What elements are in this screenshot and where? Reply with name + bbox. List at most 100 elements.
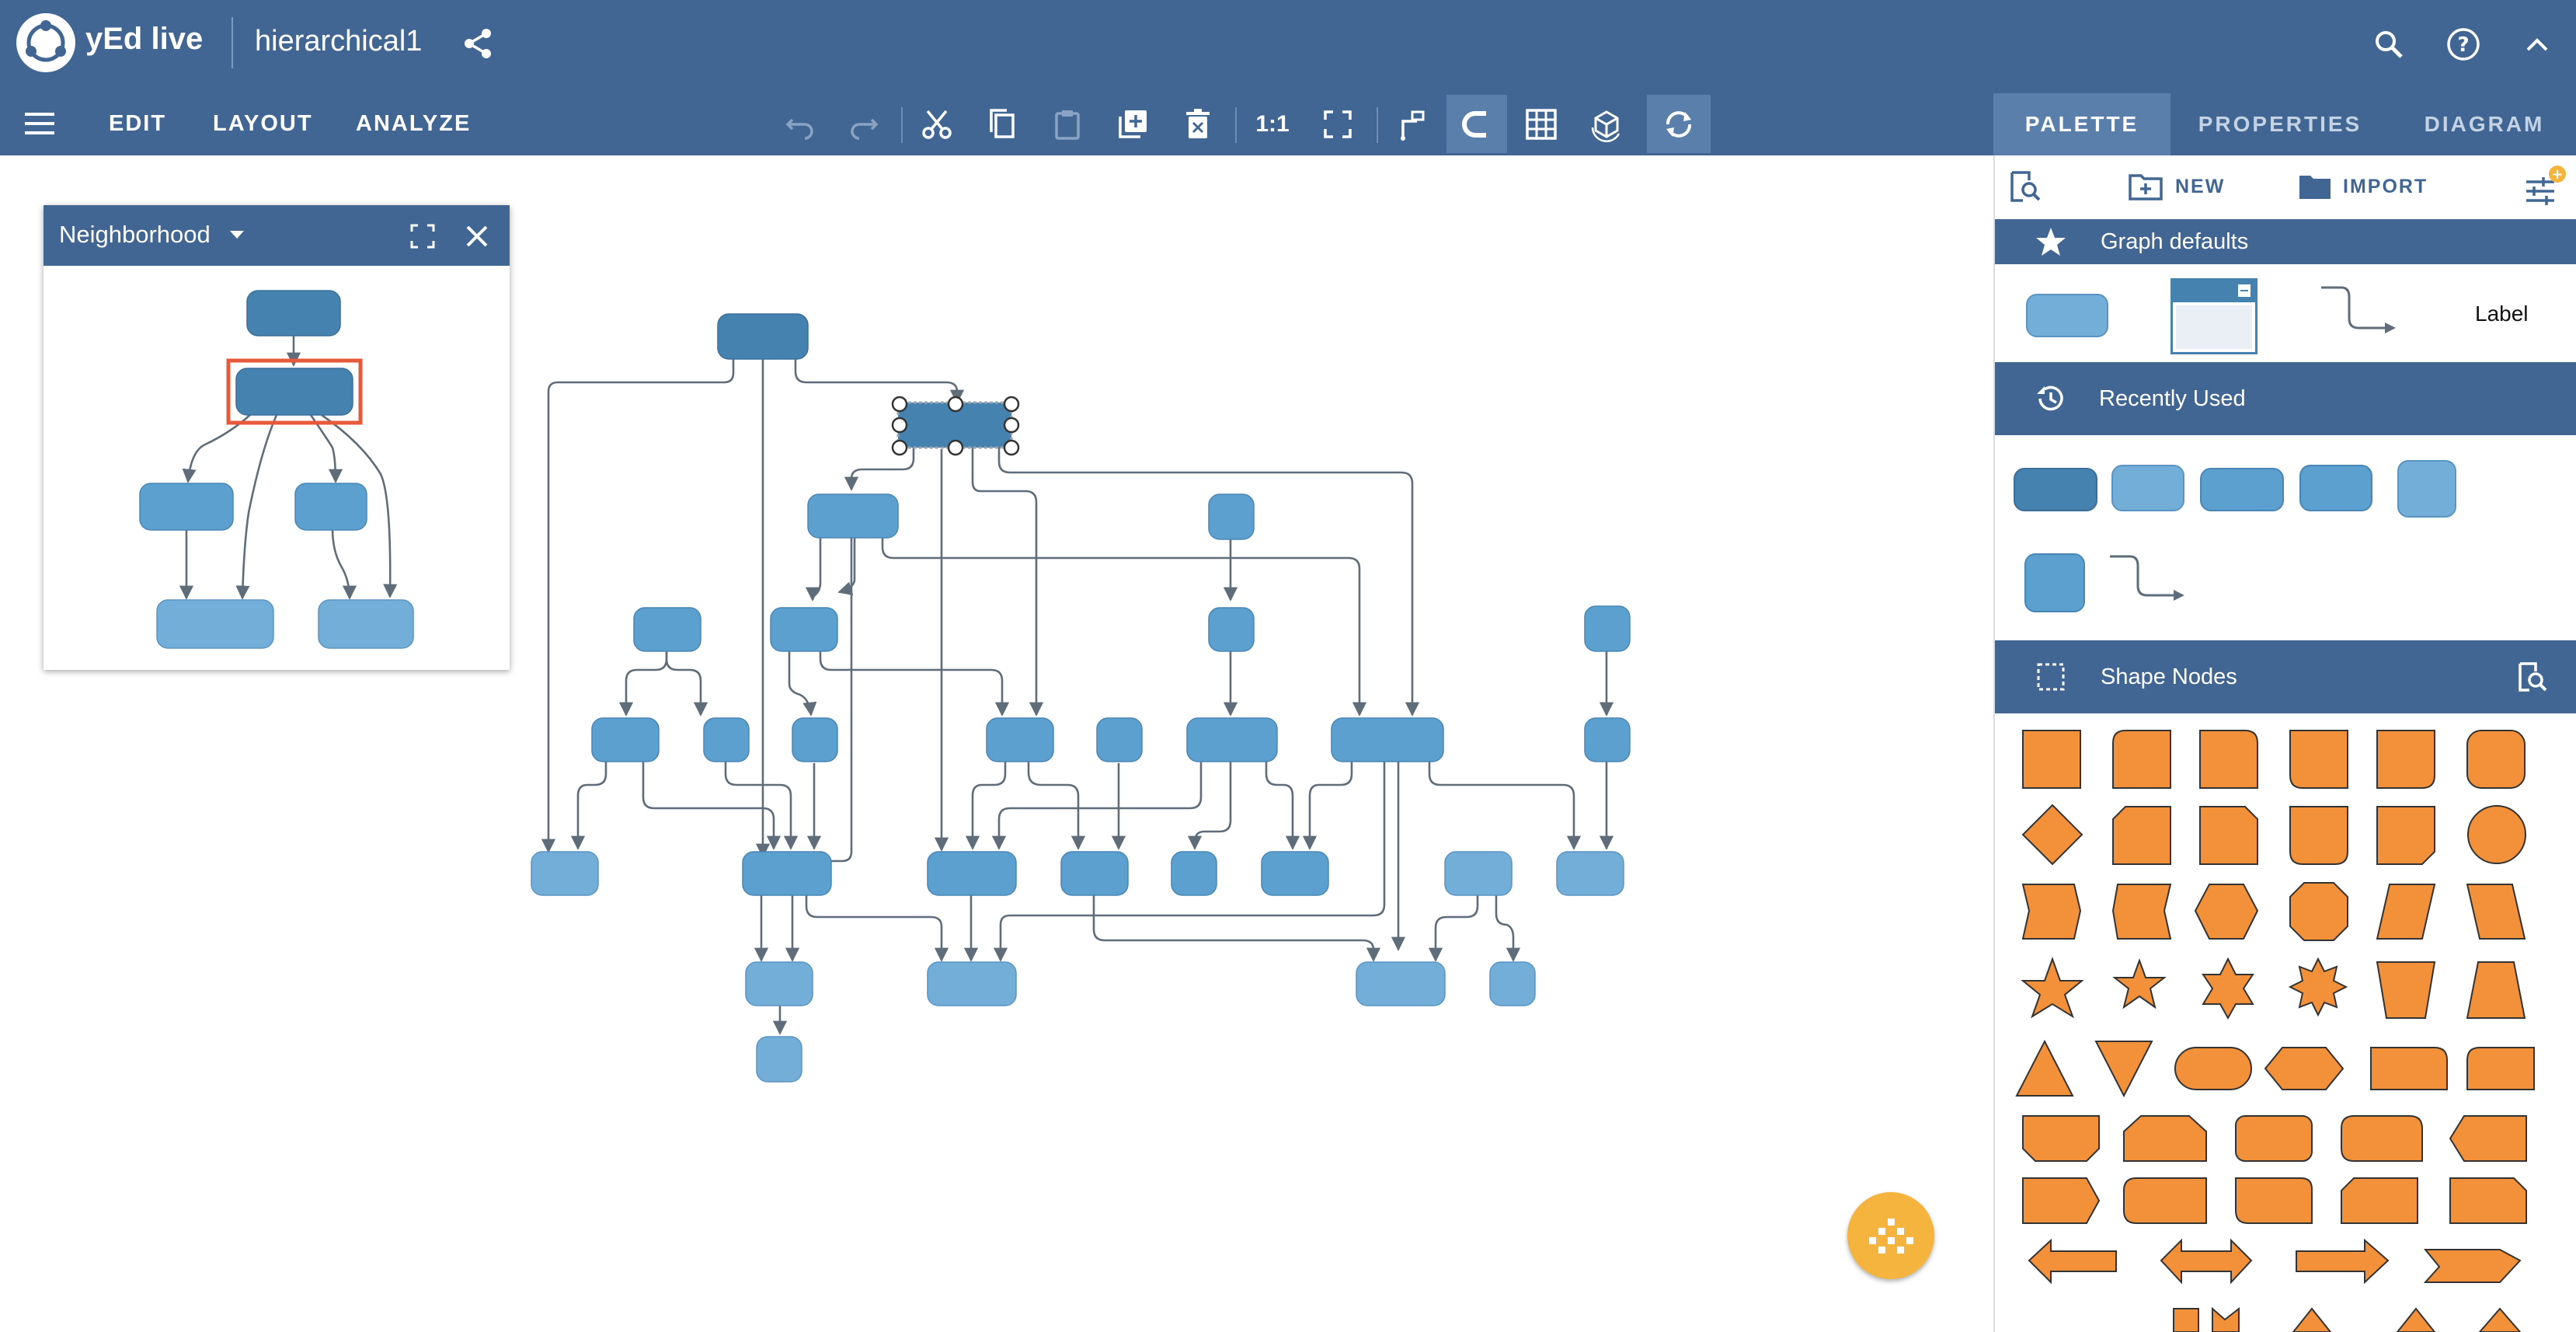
collapse-chevron-icon[interactable] — [2522, 30, 2553, 61]
shape-round-top-right — [2199, 730, 2258, 789]
recent-node-style[interactable] — [2299, 465, 2372, 511]
auto-layout-sync-icon[interactable] — [1647, 95, 1711, 153]
default-node-style[interactable] — [2026, 294, 2108, 337]
close-icon[interactable] — [463, 222, 491, 250]
quick-menu-fab[interactable] — [1847, 1192, 1934, 1279]
graph-edge — [618, 650, 668, 717]
default-edge-style[interactable] — [2318, 283, 2402, 345]
import-folder-icon[interactable] — [2298, 171, 2332, 202]
graph-node — [591, 717, 660, 762]
grid-icon[interactable] — [1515, 97, 1568, 152]
graph-node — [770, 607, 838, 652]
tab-diagram[interactable]: DIAGRAM — [2424, 112, 2545, 136]
share-icon[interactable] — [461, 26, 496, 61]
graph-node — [745, 961, 813, 1006]
search-palette-icon[interactable] — [2007, 169, 2042, 204]
paste-button[interactable] — [1041, 97, 1094, 152]
graph-edge — [1092, 895, 1381, 962]
snapping-magnet-icon[interactable] — [1446, 95, 1507, 153]
new-palette-button[interactable]: NEW — [2175, 176, 2226, 197]
search-palette-icon[interactable] — [2515, 661, 2548, 693]
cut-button[interactable] — [910, 97, 963, 152]
fit-content-icon[interactable] — [1311, 97, 1364, 152]
recent-node-style[interactable] — [2024, 553, 2085, 612]
group-body — [2176, 305, 2252, 349]
graph-node — [1489, 961, 1536, 1006]
graph-edge — [309, 414, 343, 483]
graph-edge — [788, 650, 817, 717]
menu-analyze[interactable]: ANALYZE — [356, 111, 472, 136]
section-shape-nodes[interactable]: Shape Nodes — [1995, 640, 2576, 713]
graph-canvas[interactable] — [0, 155, 1993, 1332]
shape-star5-small — [2112, 958, 2167, 1009]
svg-text:+: + — [2551, 166, 2563, 183]
document-title[interactable]: hierarchical1 — [255, 25, 423, 58]
neighborhood-title[interactable]: Neighborhood — [59, 221, 211, 248]
shape-cut-right-wide — [2449, 1177, 2527, 1224]
palette-settings-icon[interactable]: + — [2523, 165, 2568, 205]
maximize-icon[interactable] — [409, 222, 437, 250]
yed-logo-icon[interactable] — [16, 12, 76, 73]
graph-node — [294, 483, 367, 531]
shape-rounded-rectangle — [2466, 730, 2526, 789]
recent-node-style[interactable] — [2111, 465, 2184, 511]
shape-nodes-grid[interactable] — [1993, 715, 2576, 1332]
graph-node — [927, 961, 1017, 1006]
selection-handles — [891, 396, 1020, 456]
menu-edit[interactable]: EDIT — [109, 111, 167, 136]
graph-edge — [794, 359, 965, 404]
svg-text:?: ? — [2457, 33, 2469, 57]
recent-edge-style[interactable] — [2107, 552, 2192, 614]
graph-node — [792, 717, 838, 762]
dropdown-caret-icon[interactable] — [228, 228, 245, 241]
shape-rectangle — [2022, 730, 2081, 789]
graph-node — [807, 493, 899, 539]
section-recently-used[interactable]: Recently Used — [1995, 362, 2576, 435]
recent-node-style[interactable] — [2397, 460, 2456, 518]
graph-edge — [235, 414, 278, 600]
dashed-selection-icon — [2035, 661, 2066, 692]
graph-edge — [541, 359, 735, 853]
new-folder-icon[interactable] — [2129, 171, 2163, 202]
tab-palette[interactable]: PALETTE — [1993, 93, 2170, 155]
graph-node — [927, 851, 1017, 896]
search-icon[interactable] — [2372, 28, 2405, 61]
graph-node — [633, 607, 701, 652]
delete-button[interactable] — [1171, 97, 1224, 152]
graph-node — [1556, 851, 1624, 896]
tab-properties[interactable]: PROPERTIES — [2198, 112, 2362, 136]
zoom-original-button[interactable]: 1:1 — [1255, 111, 1290, 137]
hamburger-menu-icon[interactable] — [23, 110, 57, 137]
section-graph-defaults[interactable]: Graph defaults — [1995, 219, 2576, 264]
shape-round-corners-wide — [2341, 1115, 2423, 1162]
shape-cut-corner — [2199, 806, 2258, 865]
shape-arrow-right — [2296, 1238, 2390, 1285]
undo-button[interactable] — [774, 97, 827, 152]
menu-layout[interactable]: LAYOUT — [213, 111, 313, 136]
duplicate-button[interactable] — [1106, 97, 1159, 152]
neighborhood-graph[interactable] — [44, 266, 510, 670]
graph-node — [1208, 607, 1255, 652]
shape-arrow-double — [2160, 1238, 2253, 1285]
shape-trapezoid — [2376, 961, 2436, 1019]
shape-triangle — [2015, 1039, 2074, 1097]
graph-node — [742, 851, 832, 896]
recent-node-style[interactable] — [2200, 468, 2284, 511]
help-icon[interactable]: ? — [2445, 26, 2481, 62]
graph-edge — [997, 446, 1420, 717]
import-palette-button[interactable]: IMPORT — [2343, 176, 2428, 197]
orthogonal-edit-icon[interactable] — [1580, 97, 1633, 152]
title-divider — [231, 17, 233, 68]
redo-button[interactable] — [837, 97, 890, 152]
neighborhood-panel: Neighborhood — [44, 205, 510, 670]
graph-edge — [1027, 762, 1086, 850]
recent-node-style[interactable] — [2014, 468, 2097, 511]
default-group-style[interactable] — [2170, 278, 2257, 354]
graph-edge — [331, 528, 357, 600]
copy-button[interactable] — [976, 97, 1029, 152]
diagram-graph[interactable] — [0, 155, 1993, 1332]
shape-cut-wide — [2449, 1115, 2527, 1162]
app-name: yEd live — [85, 22, 204, 56]
edge-routing-icon[interactable] — [1384, 97, 1437, 152]
default-label-style[interactable]: Label — [2475, 302, 2529, 326]
